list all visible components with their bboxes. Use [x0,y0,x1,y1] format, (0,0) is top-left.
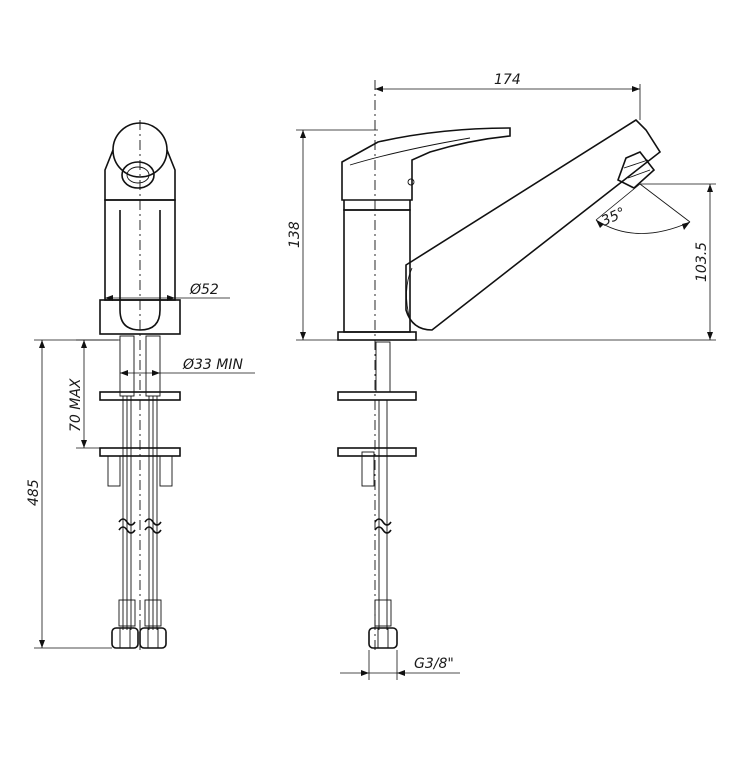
dim-spout-reach: 174 [494,72,521,88]
front-hoses [111,335,167,649]
dim-total-height: 138 [287,221,303,248]
side-hose [361,341,398,649]
dim-hose-length: 485 [26,479,42,506]
dim-deck-thickness: 70 MAX [68,378,84,432]
dim-hole-diameter: Ø33 MIN [182,357,243,373]
dim-spout-height: 103.5 [694,242,710,282]
dim-body-diameter: Ø52 [189,282,219,298]
side-view: 174 138 103.5 35° G3/8" [287,72,716,680]
dim-swivel-angle: 35° [599,205,628,230]
front-view: Ø52 Ø33 MIN 70 MAX 485 [26,120,255,650]
dim-thread: G3/8" [414,656,454,672]
